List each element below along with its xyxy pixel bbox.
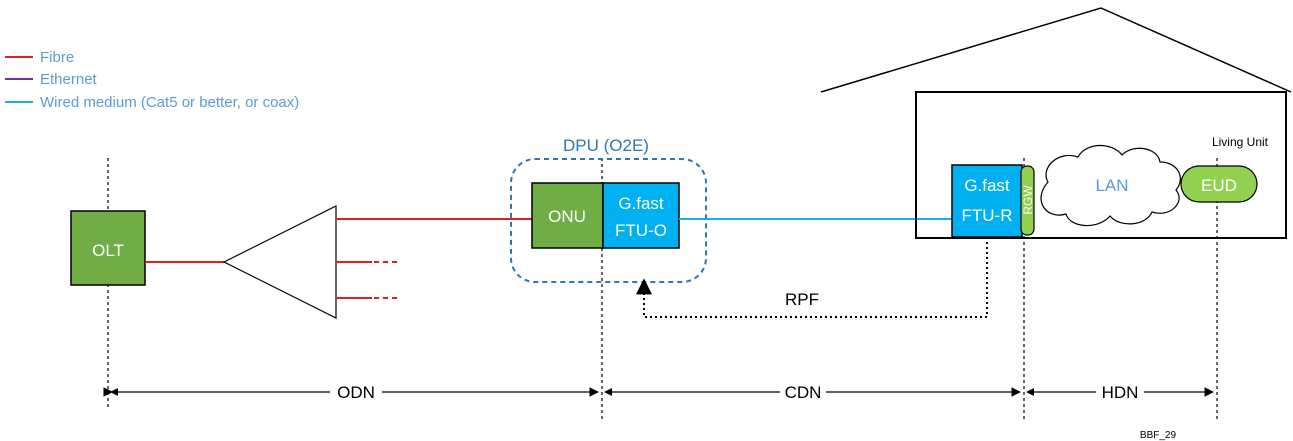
dpu-boundary <box>510 158 707 283</box>
living-unit <box>915 91 1287 239</box>
legend-fibre-label: Fibre <box>40 49 74 66</box>
splitter <box>222 205 337 319</box>
house-roof <box>820 7 1292 93</box>
rgw-label: RGW <box>1021 185 1035 215</box>
figure-tag: BBF_29 <box>1140 430 1177 441</box>
ftu-o-box <box>602 182 680 249</box>
living-unit-label: Living Unit <box>1212 135 1269 149</box>
cdn-label: CDN <box>785 383 822 402</box>
odn-label: ODN <box>337 383 375 402</box>
onu-label: ONU <box>548 207 586 226</box>
legend: Fibre Ethernet Wired medium (Cat5 or bet… <box>5 49 299 111</box>
ftu-o-label-line2: FTU-O <box>615 221 667 240</box>
legend-wired-label: Wired medium (Cat5 or better, or coax) <box>40 94 299 111</box>
eud-label: EUD <box>1201 176 1237 195</box>
rpf-path <box>636 237 988 318</box>
ftu-r-label-line2: FTU-R <box>962 206 1013 225</box>
olt-label: OLT <box>92 241 124 260</box>
dimension-arrowheads-left <box>110 388 1034 396</box>
ftu-r-label-line1: G.fast <box>964 176 1010 195</box>
odn-arrowhead-left <box>110 388 118 396</box>
eud-box <box>1180 165 1258 203</box>
rpf-label: RPF <box>785 290 819 309</box>
legend-ethernet-label: Ethernet <box>40 71 98 88</box>
hdn-label: HDN <box>1102 383 1139 402</box>
lan-label: LAN <box>1095 176 1128 195</box>
cdn-arrowhead-left <box>604 388 612 396</box>
onu-box <box>531 182 604 249</box>
lan-cloud <box>1040 144 1181 227</box>
dpu-title: DPU (O2E) <box>563 136 649 155</box>
hdn-arrowhead-left <box>1026 388 1034 396</box>
olt-box <box>70 210 146 286</box>
ftu-o-label-line1: G.fast <box>618 194 664 213</box>
rgw-box <box>1020 165 1035 236</box>
